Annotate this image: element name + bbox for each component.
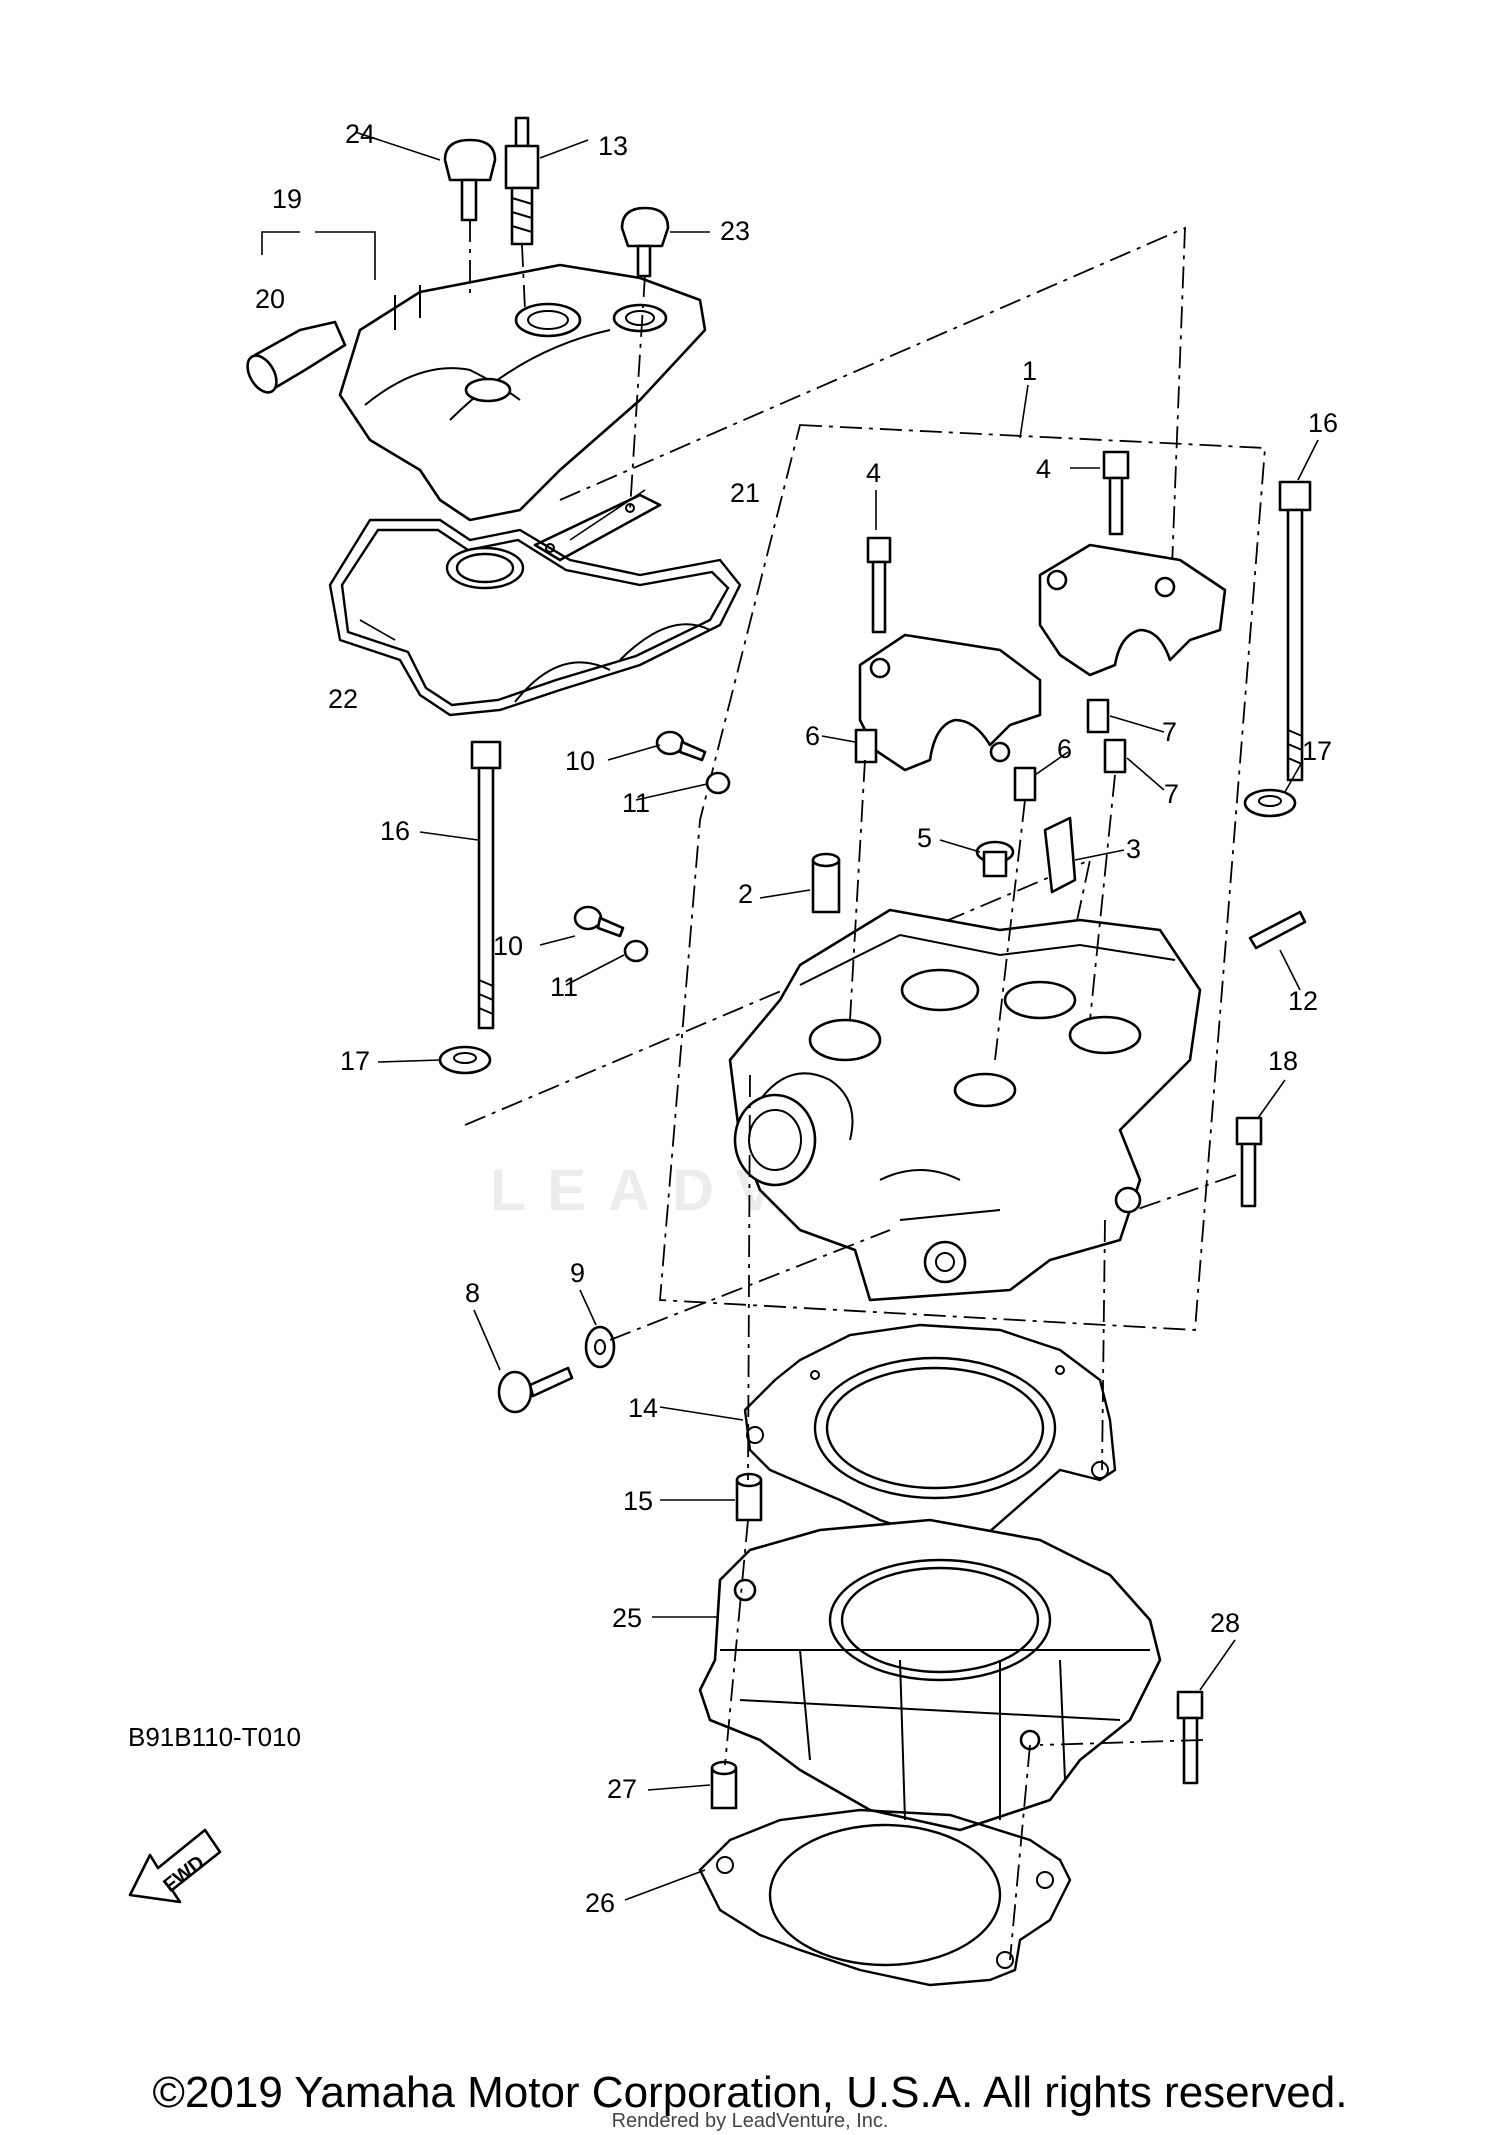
callout-9: 9 [570, 1258, 585, 1288]
cylinder-head-gasket [743, 1323, 1117, 1542]
washer-9 [584, 1325, 616, 1369]
plug-3 [1043, 816, 1077, 894]
stud-12 [1248, 910, 1307, 950]
dowel-7-upper [1086, 698, 1110, 734]
callout-7-upper: 7 [1162, 717, 1177, 747]
washer-17-left [438, 1045, 492, 1075]
camshaft-cap-right [1038, 543, 1227, 677]
callout-8: 8 [465, 1278, 480, 1308]
callout-11-upper: 11 [622, 788, 650, 818]
head-cover-gasket [328, 518, 742, 717]
stud-bolt-right [1278, 480, 1312, 782]
cylinder-head [728, 908, 1202, 1302]
callout-2: 2 [738, 879, 753, 909]
callout-10-upper: 10 [565, 746, 595, 776]
dowel-15 [735, 1478, 763, 1522]
callout-26: 26 [585, 1888, 615, 1918]
callout-23: 23 [720, 216, 750, 246]
callout-4-right: 4 [1036, 454, 1051, 484]
callout-6-left: 6 [805, 721, 820, 751]
bolt-10-lower [573, 905, 625, 938]
cover-plate [533, 493, 662, 562]
callout-1: 1 [1022, 356, 1037, 386]
cap-bolt-left [866, 536, 892, 634]
washer-17-right [1243, 788, 1297, 818]
callout-7-lower: 7 [1164, 779, 1179, 809]
callout-21: 21 [730, 478, 760, 508]
callout-13: 13 [598, 131, 628, 161]
breather-pipe [246, 320, 347, 394]
copyright-notice: ©2019 Yamaha Motor Corporation, U.S.A. A… [152, 2068, 1348, 2117]
fwd-arrow-icon: FWD [128, 1828, 222, 1904]
washer-11-lower [623, 939, 649, 963]
callout-14: 14 [628, 1393, 658, 1423]
cap-bolt-right [1102, 450, 1130, 536]
callout-16-right: 16 [1308, 408, 1338, 438]
figure-code: B91B110-T010 [128, 1722, 301, 1752]
callout-18: 18 [1268, 1046, 1298, 1076]
spark-plug [504, 116, 540, 246]
callout-11-lower: 11 [550, 972, 578, 1002]
callout-6-right: 6 [1057, 734, 1072, 764]
callout-22: 22 [328, 684, 358, 714]
dowel-6-left [854, 728, 878, 764]
stud-bolt-left [470, 740, 502, 1030]
head-cover-bolt-boundary [559, 226, 1186, 621]
callout-3: 3 [1126, 834, 1141, 864]
cylinder-head-assembly-boundary [659, 424, 1266, 1331]
callout-10-lower: 10 [493, 931, 523, 961]
dowel-6-right [1013, 766, 1037, 802]
washer-11-upper [705, 771, 731, 795]
bolt-8 [497, 1366, 574, 1414]
callout-4-left: 4 [866, 458, 881, 488]
bolt-10-upper [655, 730, 707, 762]
callout-25: 25 [612, 1603, 642, 1633]
cap-5 [975, 840, 1015, 878]
callout-28: 28 [1210, 1608, 1240, 1638]
callout-24: 24 [345, 119, 375, 149]
rendered-by-notice: Rendered by LeadVenture, Inc. [611, 2110, 889, 2132]
callout-19: 19 [272, 184, 302, 214]
callout-20: 20 [255, 284, 285, 314]
cylinder-head-cover [338, 263, 707, 522]
callout-5: 5 [917, 823, 932, 853]
cover-bolt-23 [620, 206, 670, 278]
cylinder-base-gasket [698, 1808, 1072, 1987]
callout-17-left: 17 [340, 1046, 370, 1076]
callout-17-right: 17 [1302, 736, 1332, 766]
plug-2 [811, 852, 841, 914]
bolt-28 [1176, 1690, 1204, 1785]
cover-bolt-24 [443, 138, 497, 222]
callout-12: 12 [1288, 986, 1318, 1016]
cylinder [698, 1518, 1162, 1832]
bolt-18 [1235, 1116, 1263, 1208]
callout-15: 15 [623, 1486, 653, 1516]
dowel-7-lower [1103, 738, 1127, 774]
callout-27: 27 [607, 1774, 637, 1804]
callout-16-left: 16 [380, 816, 410, 846]
camshaft-cap-left [858, 633, 1042, 772]
